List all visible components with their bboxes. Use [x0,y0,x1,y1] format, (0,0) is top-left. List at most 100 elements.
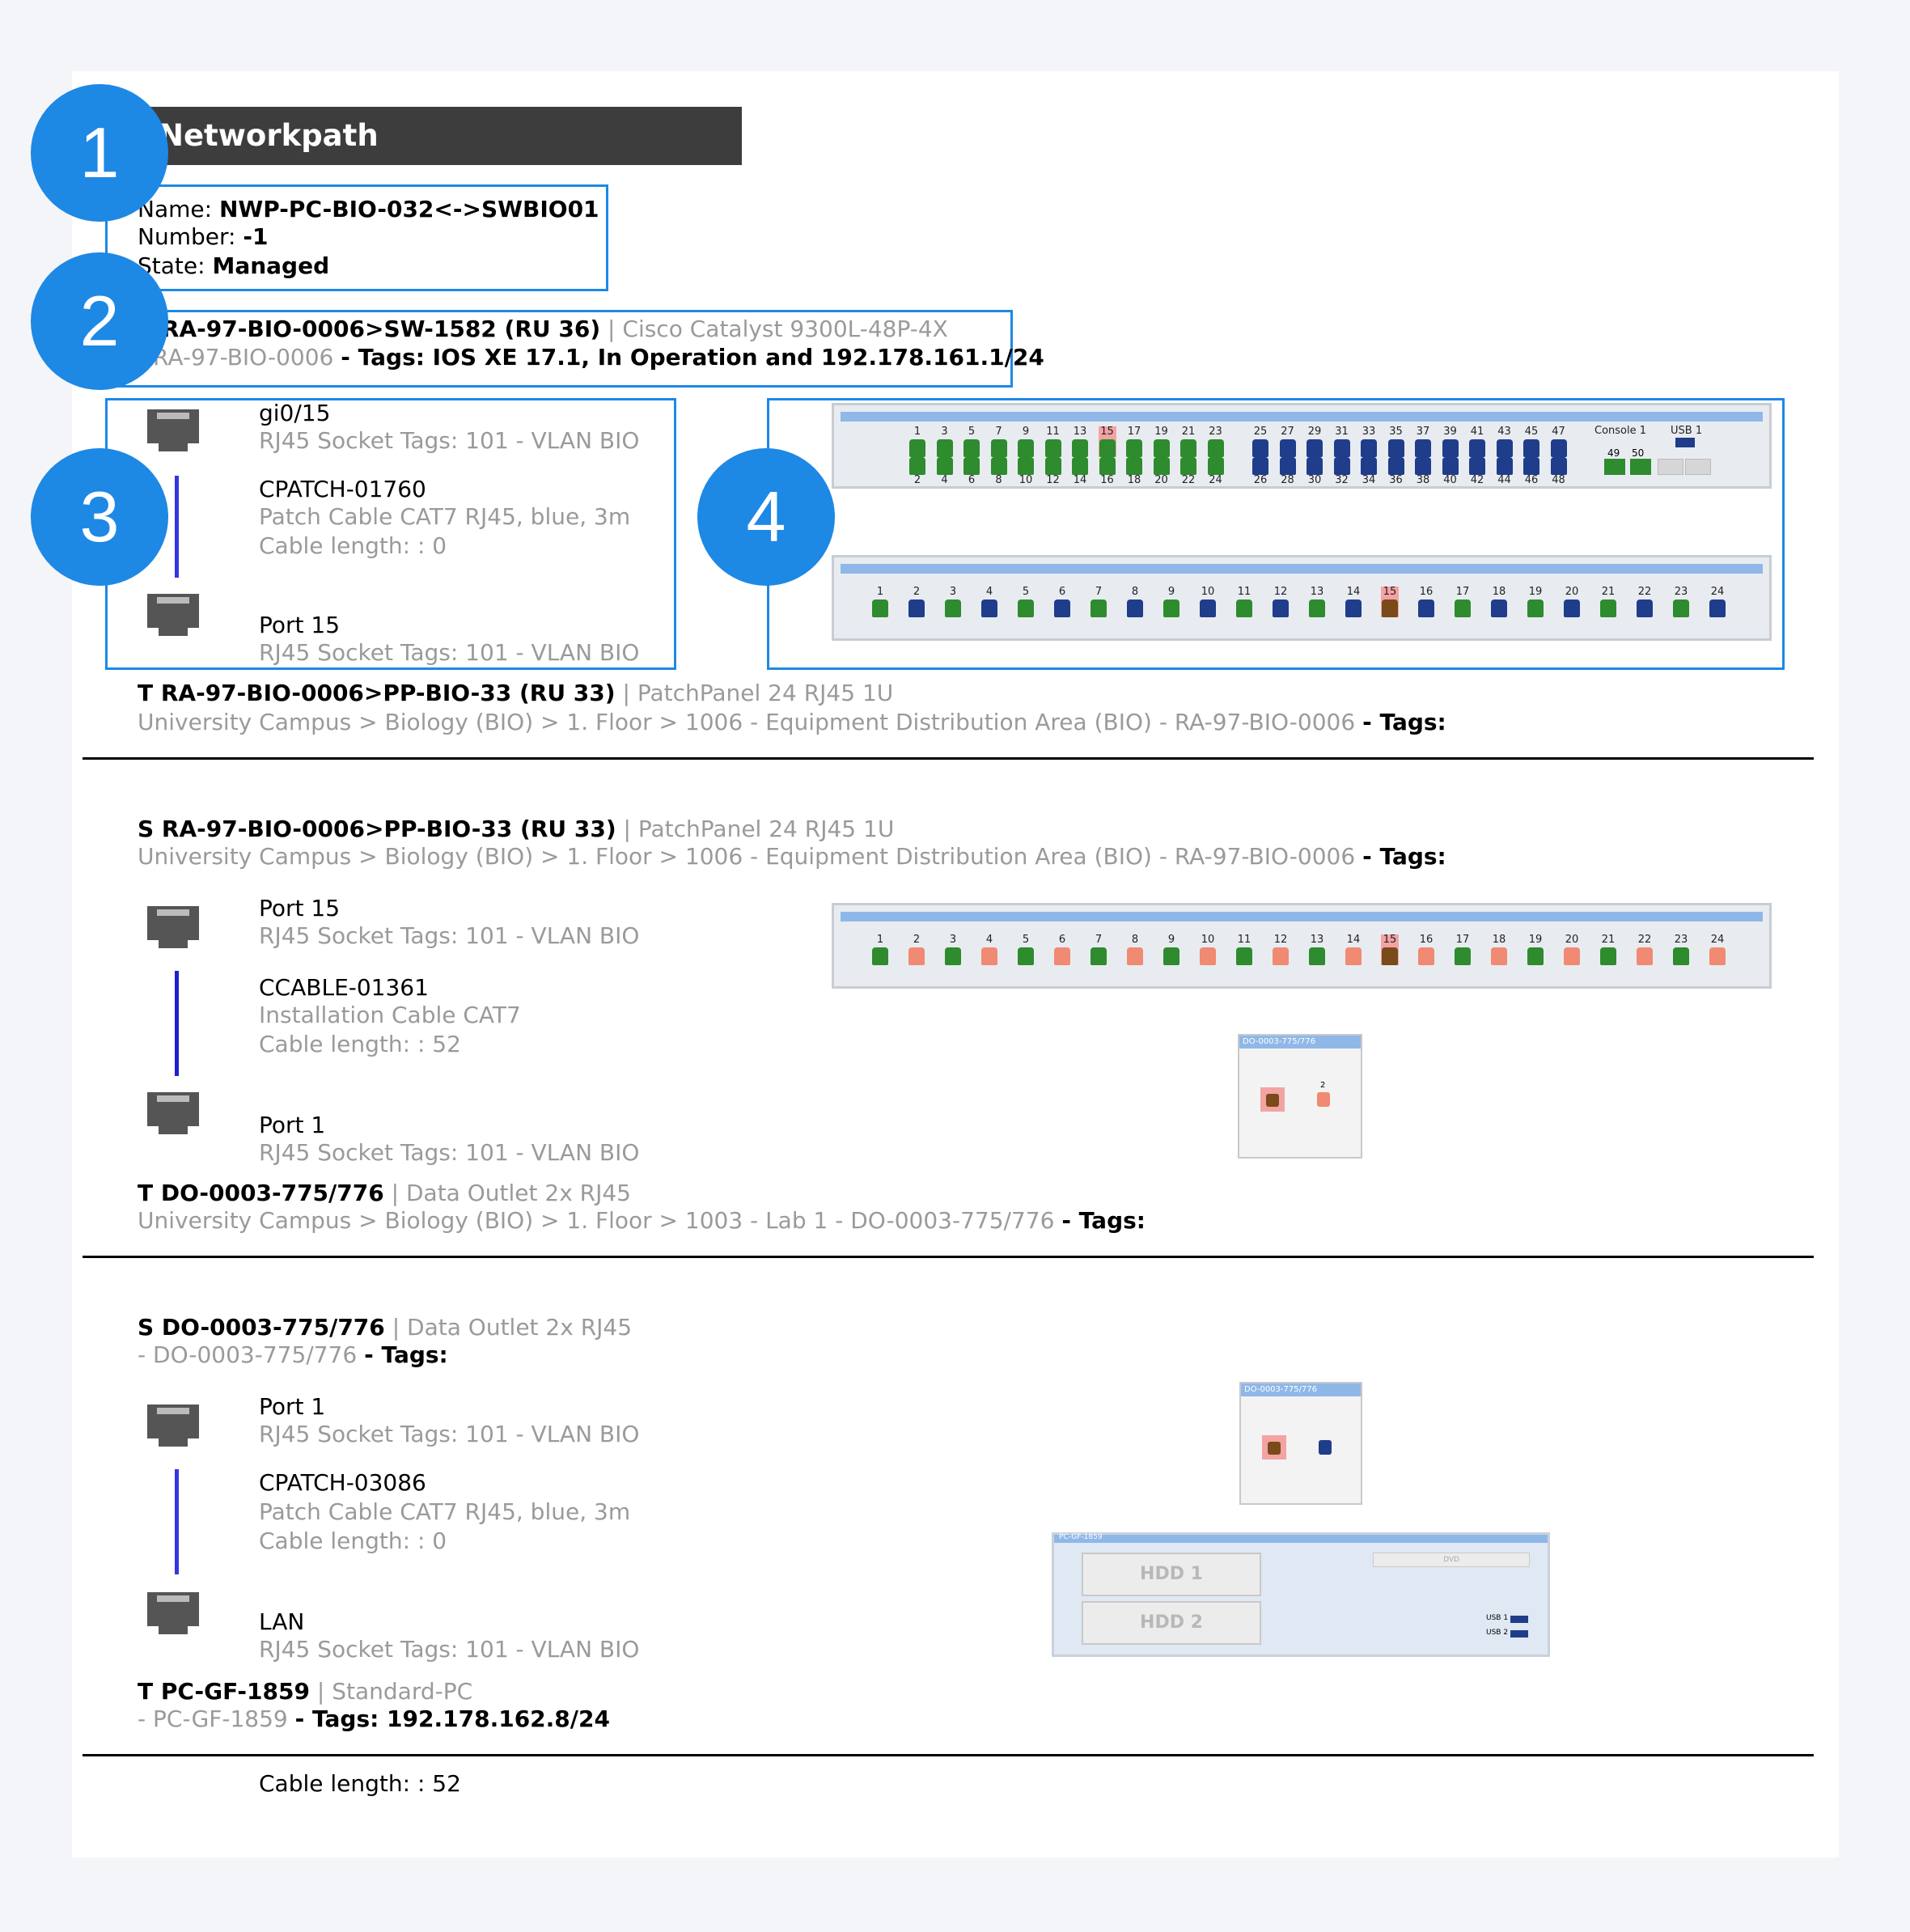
port-24[interactable]: 24 [1709,587,1726,617]
port-36[interactable]: 36 [1387,455,1405,486]
port-2[interactable]: 2 [908,587,925,617]
outlet-port-1[interactable] [1260,1087,1285,1112]
port-27[interactable]: 27 [1279,426,1297,457]
port-8[interactable]: 8 [990,455,1008,486]
uplink-port-icon[interactable] [1658,459,1683,475]
target-device-name[interactable]: T PC-GF-1859 [138,1678,310,1705]
port-5[interactable]: 5 [1017,587,1035,617]
start-port-name[interactable]: gi0/15 [259,400,331,426]
port-43[interactable]: 43 [1496,426,1514,457]
port-13[interactable]: 13 [1308,934,1326,965]
port-8[interactable]: 8 [1126,934,1144,965]
port-23[interactable]: 23 [1207,426,1225,457]
port-4[interactable]: 4 [936,455,954,486]
port-7[interactable]: 7 [1090,587,1107,617]
cable-name[interactable]: CPATCH-03086 [259,1469,426,1496]
cable-name[interactable]: CCABLE-01361 [259,974,429,1001]
port-9[interactable]: 9 [1163,934,1180,965]
port-18[interactable]: 18 [1490,934,1508,965]
port-10[interactable]: 10 [1017,455,1035,486]
port-12[interactable]: 12 [1044,455,1062,486]
outlet-port-2[interactable] [1317,1092,1330,1107]
port-9[interactable]: 9 [1163,587,1180,617]
source-device-name[interactable]: S RA-97-BIO-0006>SW-1582 (RU 36) [138,316,601,342]
port-48[interactable]: 48 [1550,455,1568,486]
port-15[interactable]: 15 [1381,587,1399,617]
port-40[interactable]: 40 [1442,455,1459,486]
port-16[interactable]: 16 [1099,455,1116,486]
port-28[interactable]: 28 [1279,455,1297,486]
port-4[interactable]: 4 [980,934,998,965]
port-17[interactable]: 17 [1454,934,1472,965]
port-21[interactable]: 21 [1179,426,1197,457]
uplink-port-icon[interactable] [1604,459,1625,475]
port-3[interactable]: 3 [936,426,954,457]
port-19[interactable]: 19 [1153,426,1171,457]
port-18[interactable]: 18 [1125,455,1143,486]
port-14[interactable]: 14 [1345,587,1362,617]
port-29[interactable]: 29 [1306,426,1323,457]
port-19[interactable]: 19 [1527,587,1544,617]
port-10[interactable]: 10 [1199,934,1217,965]
port-16[interactable]: 16 [1417,587,1435,617]
data-outlet-panel[interactable]: DO-0003-775/776 2 [1238,1034,1362,1159]
end-port-name[interactable]: Port 1 [259,1112,326,1138]
pc-front-panel[interactable]: PC-GF-1859 HDD 1 HDD 2 DVD USB 1 USB 2 [1052,1532,1550,1657]
port-14[interactable]: 14 [1345,934,1362,965]
port-15[interactable]: 15 [1098,426,1116,457]
port-6[interactable]: 6 [1053,934,1071,965]
port-4[interactable]: 4 [980,587,998,617]
port-35[interactable]: 35 [1387,426,1405,457]
port-14[interactable]: 14 [1071,455,1089,486]
dvd-drive[interactable]: DVD [1373,1553,1530,1567]
port-1[interactable]: 1 [908,426,926,457]
port-1[interactable]: 1 [871,587,889,617]
port-30[interactable]: 30 [1306,455,1323,486]
port-3[interactable]: 3 [944,587,962,617]
port-22[interactable]: 22 [1636,587,1654,617]
target-device-name[interactable]: T DO-0003-775/776 [138,1180,384,1206]
port-26[interactable]: 26 [1251,455,1269,486]
port-20[interactable]: 20 [1153,455,1171,486]
port-24[interactable]: 24 [1709,934,1726,965]
hdd-slot-1[interactable]: HDD 1 [1082,1553,1261,1596]
port-1[interactable]: 1 [871,934,889,965]
port-16[interactable]: 16 [1417,934,1435,965]
port-5[interactable]: 5 [963,426,980,457]
port-38[interactable]: 38 [1414,455,1432,486]
port-22[interactable]: 22 [1179,455,1197,486]
port-7[interactable]: 7 [990,426,1008,457]
start-port-name[interactable]: Port 1 [259,1393,326,1420]
port-25[interactable]: 25 [1251,426,1269,457]
port-47[interactable]: 47 [1550,426,1568,457]
end-port-name[interactable]: Port 15 [259,612,341,638]
port-6[interactable]: 6 [963,455,980,486]
port-41[interactable]: 41 [1468,426,1486,457]
port-39[interactable]: 39 [1442,426,1459,457]
outlet-port-2[interactable] [1319,1440,1332,1455]
uplink-port-icon[interactable] [1630,459,1651,475]
port-21[interactable]: 21 [1599,934,1617,965]
port-21[interactable]: 21 [1599,587,1617,617]
outlet-port-1[interactable] [1262,1435,1286,1460]
port-2[interactable]: 2 [908,455,926,486]
port-10[interactable]: 10 [1199,587,1217,617]
port-7[interactable]: 7 [1090,934,1107,965]
port-19[interactable]: 19 [1527,934,1544,965]
port-32[interactable]: 32 [1333,455,1351,486]
port-12[interactable]: 12 [1272,934,1290,965]
port-20[interactable]: 20 [1563,587,1581,617]
usb-port-icon[interactable] [1510,1616,1528,1623]
port-6[interactable]: 6 [1053,587,1071,617]
port-45[interactable]: 45 [1522,426,1540,457]
port-37[interactable]: 37 [1414,426,1432,457]
port-8[interactable]: 8 [1126,587,1144,617]
port-11[interactable]: 11 [1235,587,1253,617]
start-port-name[interactable]: Port 15 [259,895,341,922]
port-11[interactable]: 11 [1044,426,1062,457]
port-13[interactable]: 13 [1071,426,1089,457]
port-13[interactable]: 13 [1308,587,1326,617]
